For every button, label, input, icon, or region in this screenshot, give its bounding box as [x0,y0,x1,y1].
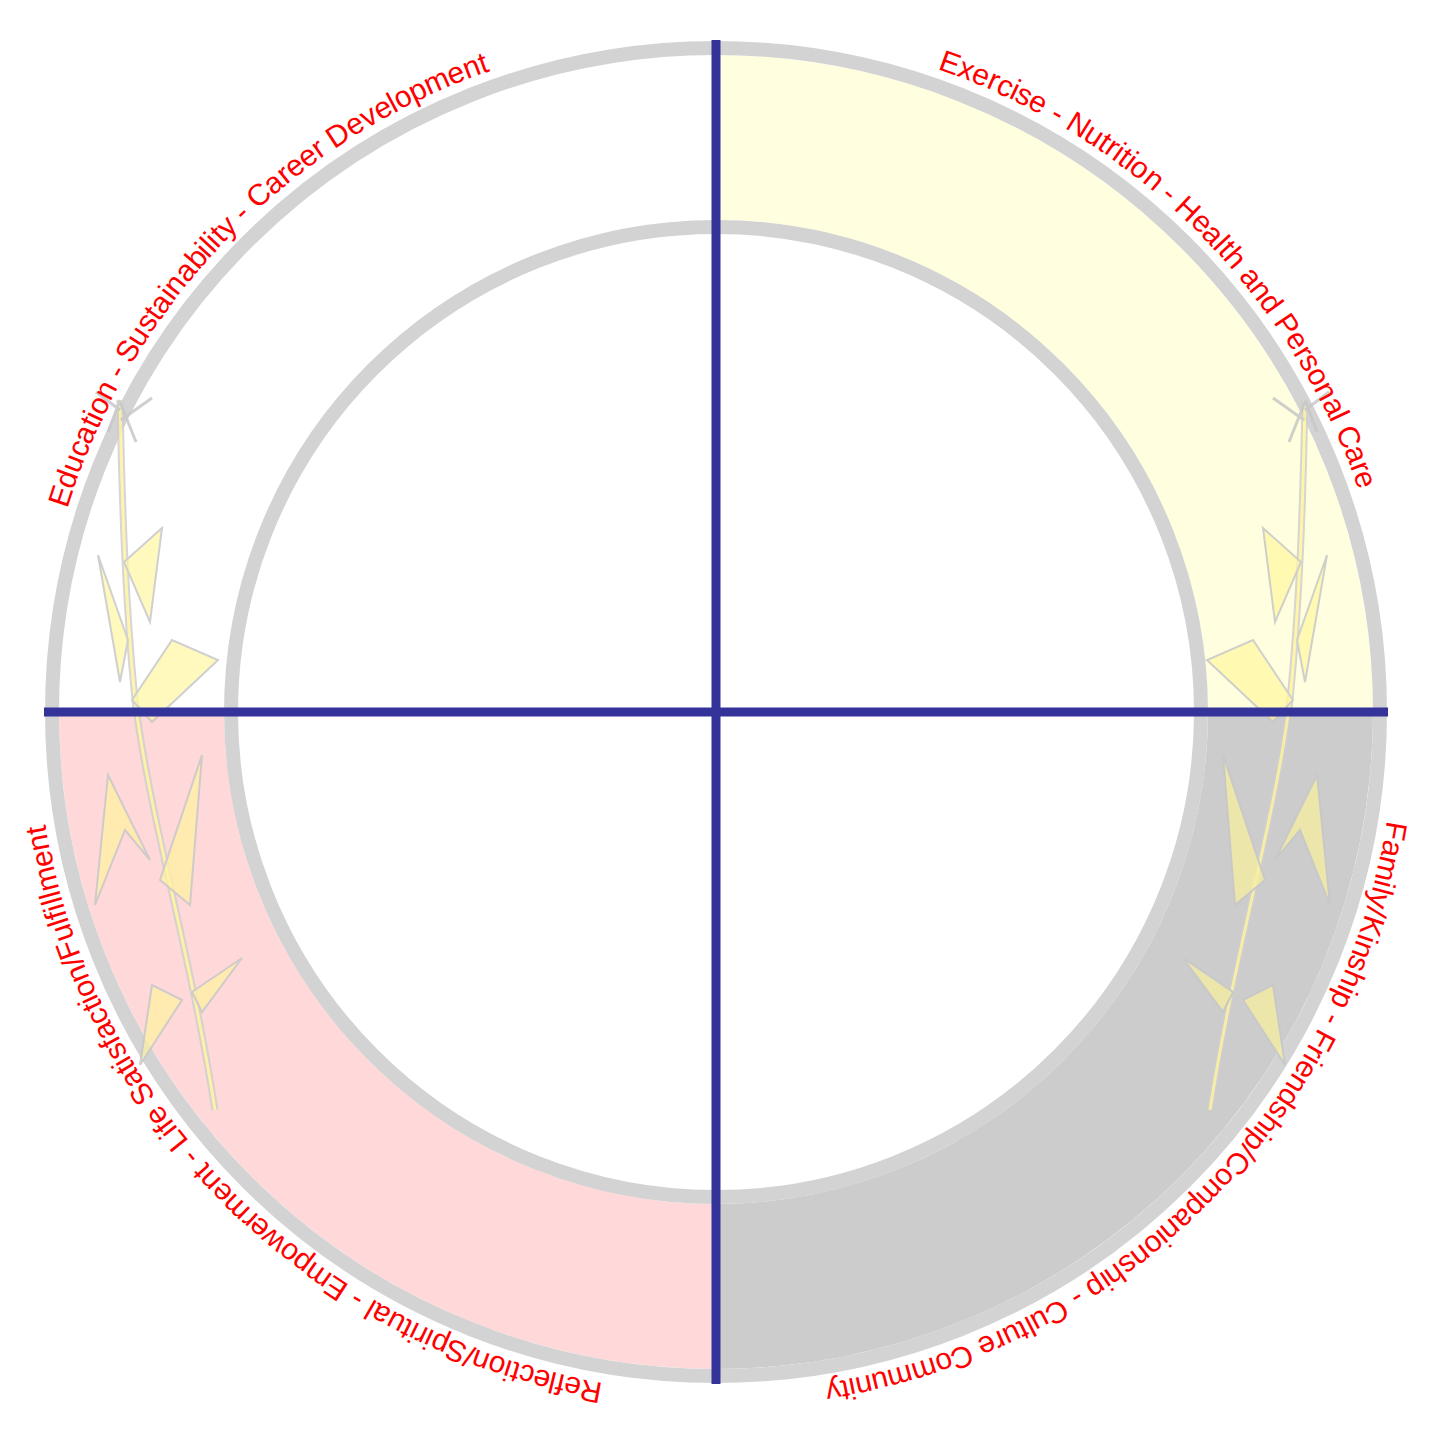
outer-ring [52,48,1380,1376]
quadrant-label: Reflection/Spiritual - Empowerment - Lif… [4,712,716,1424]
corn-plant [1183,392,1330,1110]
corn-plant [95,392,242,1110]
cross-line [712,40,721,1384]
inner-ring [231,227,1201,1197]
band-fill [59,712,716,1369]
quadrant-label: Exercise - Nutrition - Health and Person… [716,0,1428,712]
cross-line [44,708,1388,717]
label-glyph: - [1318,1009,1349,1031]
quadrant-band: Exercise - Nutrition - Health and Person… [716,0,1428,712]
quadrant-label: Family/Kinship - Friendship/Companionshi… [716,712,1428,1424]
quadrant-band: Family/Kinship - Friendship/Companionshi… [716,712,1428,1424]
quadrant-band: Reflection/Spiritual - Empowerment - Lif… [4,712,716,1424]
quadrant-label: Education - Sustainability - Career Deve… [4,0,716,712]
band-fill [59,55,716,712]
band-fill [716,55,1373,712]
label-glyph: - [101,359,132,383]
band-fill [716,712,1373,1369]
quadrant-band: Education - Sustainability - Career Deve… [4,0,716,712]
